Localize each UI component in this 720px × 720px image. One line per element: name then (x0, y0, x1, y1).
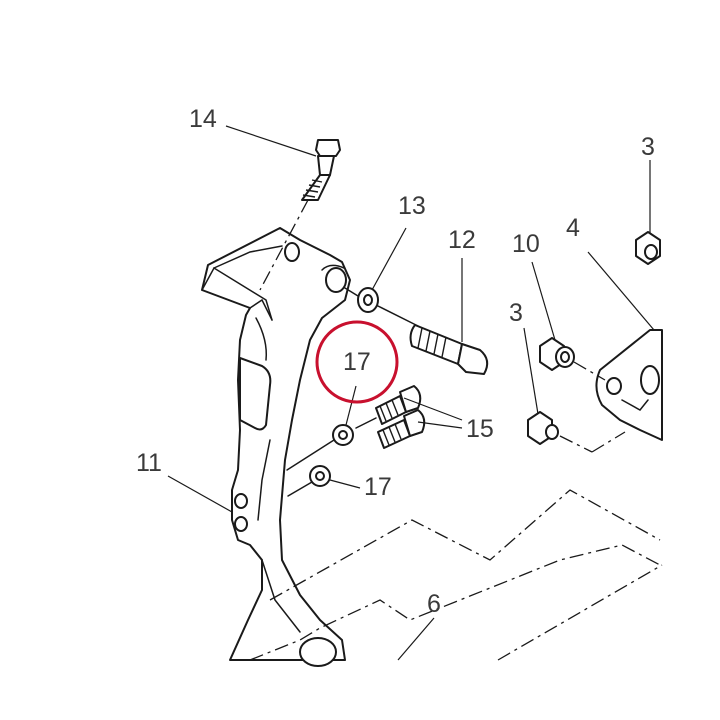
bracket-hole-lower-b (234, 516, 248, 532)
bracket-hole-lower-a (234, 493, 248, 509)
callout-3-mid: 3 (509, 299, 523, 327)
leader-lines (167, 125, 655, 661)
callout-labels: 14 13 12 10 4 3 3 17 15 17 11 6 (136, 105, 655, 618)
washer-part-17-upper (332, 424, 354, 446)
callout-10: 10 (512, 230, 540, 258)
plate-part-4 (595, 329, 663, 441)
callout-6: 6 (427, 590, 441, 618)
washer-part-13 (357, 287, 379, 313)
part-6-outline (249, 489, 663, 661)
callout-3-top: 3 (641, 133, 655, 161)
washer-part-17-lower (309, 465, 331, 487)
callout-17-lower: 17 (364, 473, 392, 501)
bolt-part-12 (409, 324, 489, 375)
callout-15: 15 (466, 415, 494, 443)
callout-14: 14 (189, 105, 217, 133)
bracket-part-11 (201, 227, 351, 667)
nut-part-10 (539, 337, 575, 371)
highlight-circle (315, 320, 399, 404)
nut-part-3-mid (527, 411, 559, 445)
bracket-hole-boss (325, 267, 347, 293)
nut-part-3-top (635, 231, 661, 265)
callout-17-highlight: 17 (343, 348, 371, 376)
bracket-hole-bottom (299, 637, 337, 667)
bracket-hole-top (284, 242, 300, 262)
callout-12: 12 (448, 226, 476, 254)
callout-11: 11 (136, 449, 162, 477)
bracket-slot (239, 357, 272, 431)
bolt-part-14 (259, 139, 341, 291)
callout-13: 13 (398, 192, 426, 220)
bolt-part-15-upper (375, 385, 422, 425)
bolt-part-15-lower (377, 409, 426, 449)
callout-4: 4 (566, 214, 580, 242)
